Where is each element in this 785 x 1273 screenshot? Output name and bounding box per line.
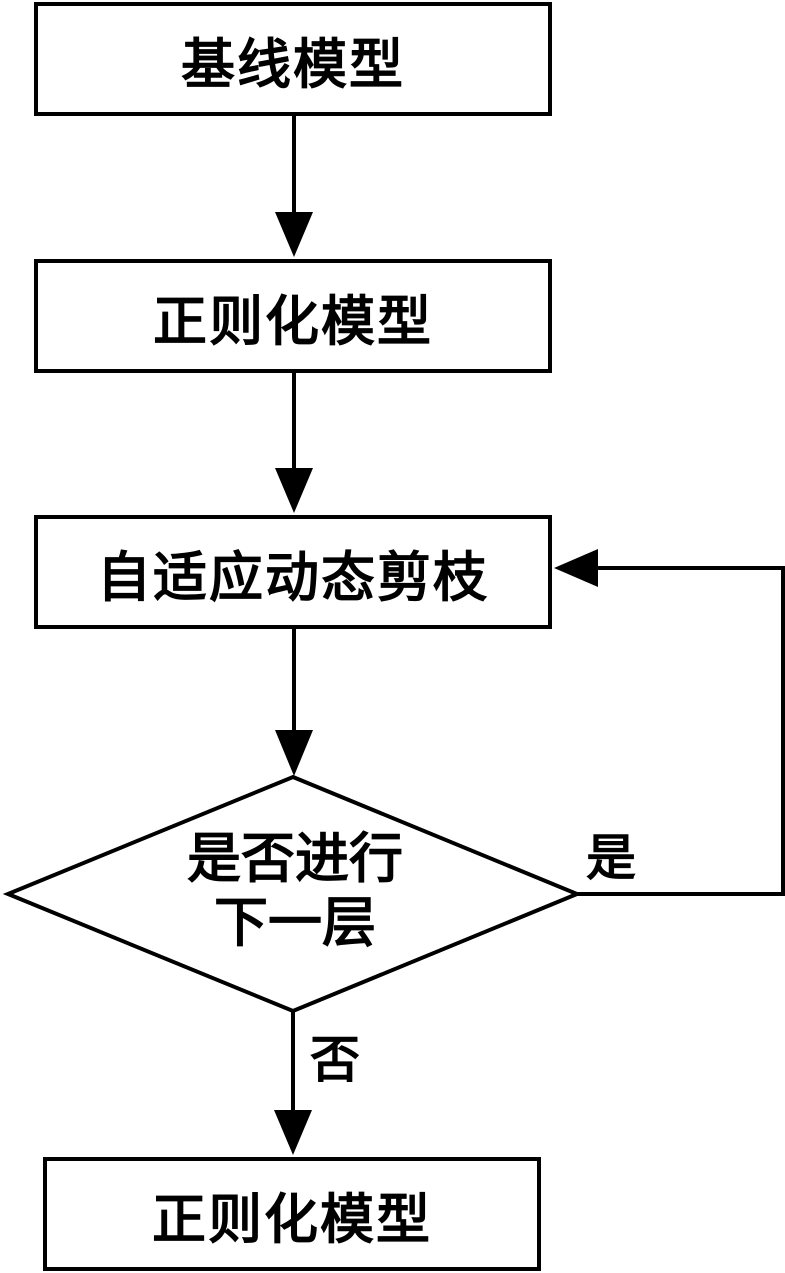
- arrowhead-yes-loop: [554, 549, 598, 587]
- final-regularized-model-box: 正则化模型: [43, 1157, 541, 1271]
- no-edge-label: 否: [310, 1030, 360, 1089]
- decision-label: 是否进行 下一层: [120, 826, 470, 954]
- adaptive-pruning-box: 自适应动态剪枝: [34, 515, 552, 629]
- decision-label-line2: 下一层: [214, 890, 376, 954]
- baseline-model-box: 基线模型: [34, 2, 552, 116]
- arrowhead-reg-to-prune: [275, 468, 313, 513]
- arrowhead-no: [274, 1110, 312, 1155]
- arrow-line-yes-loop: [577, 566, 785, 896]
- adaptive-pruning-label: 自适应动态剪枝: [97, 544, 489, 609]
- arrowhead-prune-to-decision: [275, 730, 313, 776]
- regularized-model-box: 正则化模型: [34, 259, 552, 373]
- baseline-model-label: 基线模型: [181, 31, 405, 96]
- yes-edge-label: 是: [586, 828, 636, 887]
- arrowhead-baseline-to-reg: [275, 212, 313, 257]
- decision-label-line1: 是否进行: [187, 826, 403, 890]
- final-regularized-model-label: 正则化模型: [152, 1186, 432, 1251]
- regularized-model-label: 正则化模型: [153, 288, 433, 353]
